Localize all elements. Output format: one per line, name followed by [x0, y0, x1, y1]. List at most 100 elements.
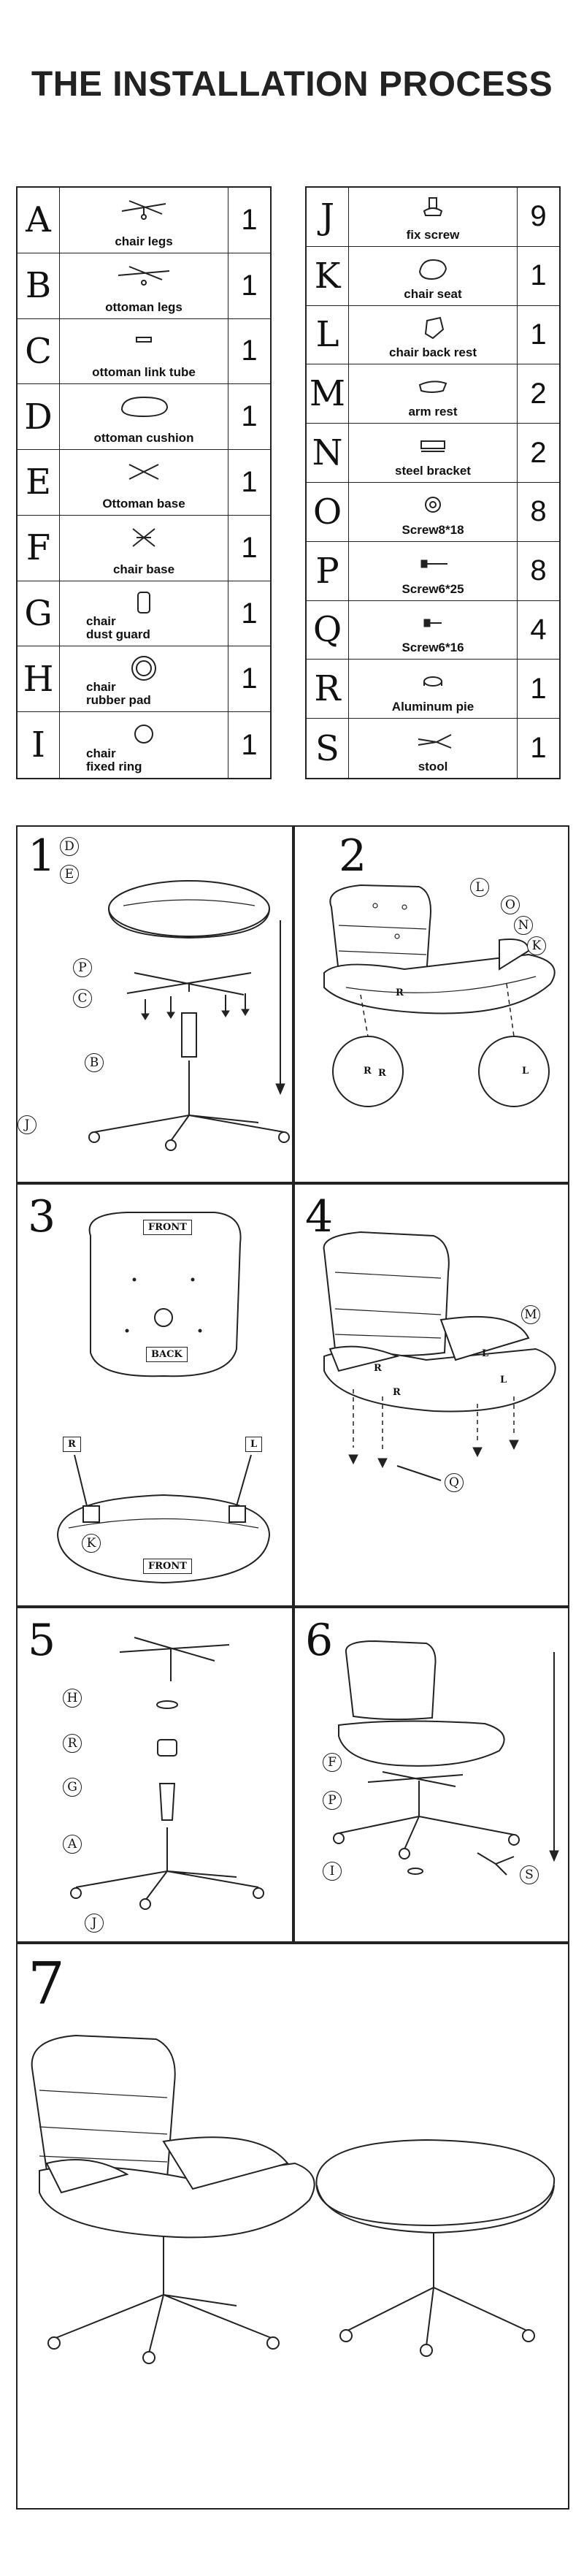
screw-short-icon — [358, 608, 508, 638]
part-name: fix screw — [406, 227, 460, 242]
tag-R: R — [63, 1437, 81, 1452]
part-quantity: 9 — [517, 188, 559, 246]
label-R: R — [63, 1734, 82, 1753]
part-name: chair rubber pad — [86, 680, 151, 708]
part-letter: C — [18, 318, 60, 384]
part-letter: I — [18, 712, 60, 778]
part-name: Aluminum pie — [391, 700, 474, 714]
part-letter: R — [307, 660, 349, 719]
label-J: J — [85, 1914, 104, 1933]
part-letter: E — [18, 450, 60, 515]
part-quantity: 4 — [517, 600, 559, 660]
step-3-panel: 3 FRONT BACK FRONT R L K — [16, 1183, 293, 1607]
front-label: FRONT — [143, 1220, 192, 1235]
step-number: 5 — [28, 1615, 56, 1666]
part-quantity: 1 — [228, 581, 270, 646]
label-L: L — [470, 878, 489, 897]
label-I: I — [323, 1862, 342, 1881]
step-6-panel: 6 F P I S — [293, 1607, 569, 1943]
tag-R: R — [396, 987, 404, 998]
step-7-panel: 7 — [16, 1943, 569, 2510]
label-O: O — [501, 895, 520, 914]
step-number: 1 — [28, 830, 56, 882]
label-J: J — [18, 1115, 36, 1134]
part-letter: N — [307, 424, 349, 482]
link-tube-icon — [69, 326, 219, 356]
front-label-seat: FRONT — [143, 1559, 192, 1574]
dust-guard-icon — [69, 589, 219, 618]
part-quantity: 1 — [228, 188, 270, 253]
part-quantity: 1 — [228, 712, 270, 778]
part-letter: S — [307, 719, 349, 778]
part-quantity: 1 — [228, 253, 270, 318]
part-name: Screw8*18 — [402, 522, 464, 537]
chair-backrest-drawing — [323, 884, 556, 1107]
step-1-panel: 1 D E P C B J — [16, 825, 293, 1183]
label-H: H — [63, 1689, 82, 1708]
part-row-Q: Q Screw6*16 4 — [307, 600, 559, 660]
ottoman-base-icon — [69, 457, 219, 486]
step-number: 6 — [305, 1615, 334, 1666]
label-N: N — [514, 916, 533, 935]
part-name: ottoman legs — [105, 299, 182, 314]
label-P: P — [73, 958, 92, 977]
part-letter: A — [18, 188, 60, 253]
tag-L-2: L — [500, 1375, 507, 1386]
part-name: ottoman cushion — [93, 431, 194, 446]
arm-rest-icon — [358, 372, 508, 401]
tag-L: L — [482, 1348, 489, 1359]
step-number: 3 — [28, 1191, 56, 1242]
part-quantity: 1 — [228, 384, 270, 450]
part-quantity: 1 — [517, 246, 559, 305]
step-number: 7 — [28, 1949, 65, 2017]
chair-base-icon — [69, 523, 219, 552]
label-M: M — [521, 1305, 540, 1324]
part-name: chair back rest — [388, 345, 477, 360]
part-name: ottoman link tube — [92, 365, 196, 380]
chair-legs-icon — [69, 195, 219, 224]
finished-chair-and-ottoman-drawing — [31, 2034, 556, 2364]
fixed-ring-icon — [69, 719, 219, 749]
step-4-panel: 4 M Q R R L L — [293, 1183, 569, 1607]
part-name: chair legs — [115, 234, 173, 248]
part-name: chair fixed ring — [86, 746, 142, 773]
part-letter: G — [18, 581, 60, 646]
part-letter: J — [307, 188, 349, 246]
part-letter: Q — [307, 600, 349, 660]
part-quantity: 1 — [228, 450, 270, 515]
chair-base-mount-drawing — [333, 1640, 559, 1876]
label-G: G — [63, 1778, 82, 1797]
label-C: C — [73, 989, 92, 1008]
part-letter: P — [307, 541, 349, 600]
part-letter: D — [18, 384, 60, 450]
part-quantity: 1 — [517, 305, 559, 364]
part-name: arm rest — [408, 405, 458, 419]
chair-seat-icon — [358, 254, 508, 283]
aluminum-pie-icon — [358, 667, 508, 696]
tag-R-detail: R — [364, 1066, 372, 1077]
part-quantity: 1 — [228, 515, 270, 581]
step-2-panel: 2 L O N K R R L R — [293, 825, 569, 1183]
part-letter: L — [307, 305, 349, 364]
part-name: Screw6*25 — [402, 581, 464, 596]
part-letter: H — [18, 646, 60, 712]
step-5-panel: 5 H R G A J — [16, 1607, 293, 1943]
part-name: chair dust guard — [86, 614, 150, 642]
back-label: BACK — [146, 1347, 188, 1362]
label-F: F — [323, 1753, 342, 1772]
part-name: Screw6*16 — [402, 641, 464, 655]
fix-screw-icon — [358, 195, 508, 224]
